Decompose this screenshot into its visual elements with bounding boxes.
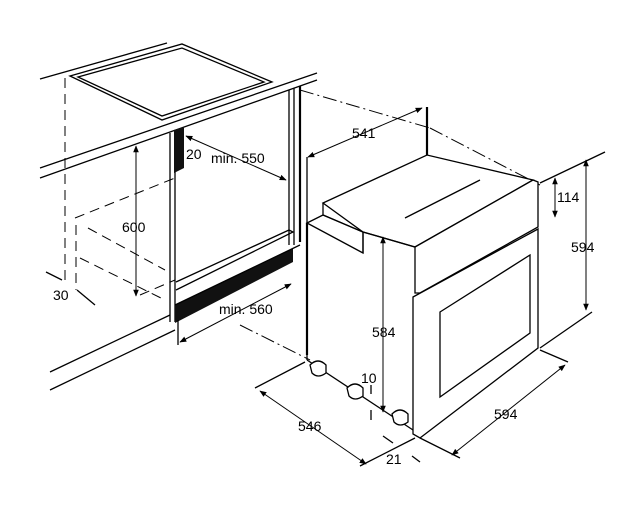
- label-min-560: min. 560: [219, 301, 273, 317]
- dim-546-line: [259, 390, 367, 465]
- label-20: 20: [186, 146, 202, 162]
- dim-560-line: [179, 283, 292, 343]
- oven: [305, 107, 539, 439]
- label-594-height: 594: [571, 239, 595, 255]
- label-546: 546: [298, 418, 322, 434]
- oven-feet: [309, 360, 409, 426]
- label-min-550: min. 550: [211, 150, 265, 166]
- label-594-width: 594: [494, 406, 518, 422]
- hob: [68, 43, 274, 121]
- label-114: 114: [557, 189, 580, 205]
- label-584: 584: [372, 324, 396, 340]
- label-600: 600: [122, 219, 146, 235]
- dim-550-line: [185, 135, 287, 181]
- label-541: 541: [352, 125, 376, 141]
- label-10: 10: [361, 370, 377, 386]
- dim-594-bottom-line: [451, 364, 566, 456]
- dim-541-line: [307, 107, 423, 158]
- label-21: 21: [386, 451, 402, 467]
- label-30: 30: [53, 287, 69, 303]
